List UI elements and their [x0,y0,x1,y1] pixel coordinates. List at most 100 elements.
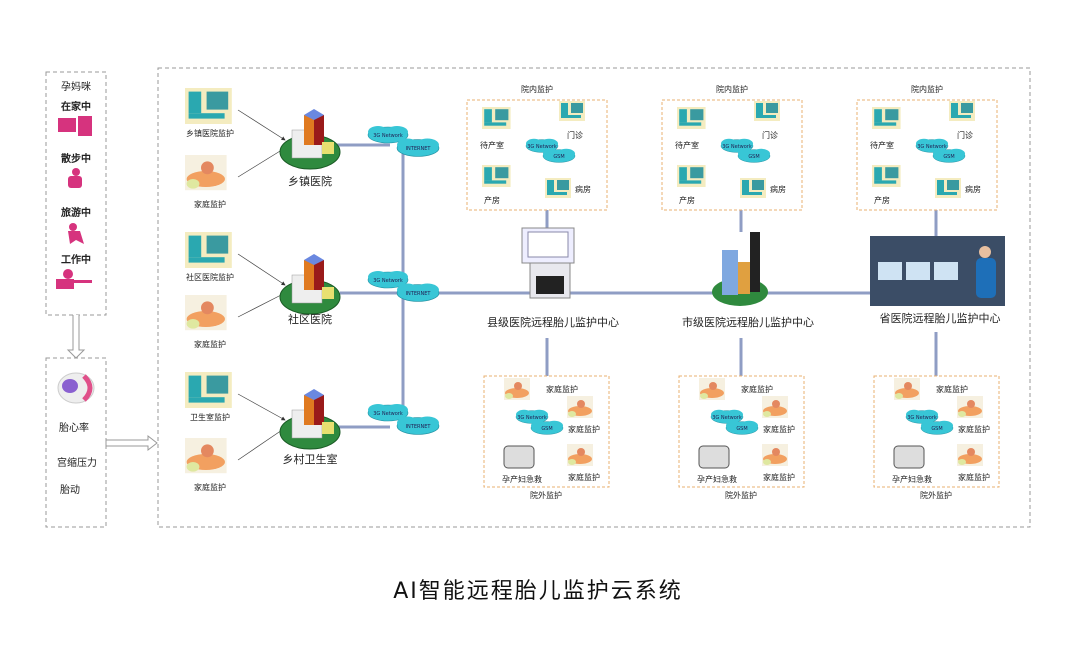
outpatient-node-label: 家庭监护 [763,424,795,434]
outpatient-title: 院外监护 [530,490,562,500]
internet-cloud-label: INTERNET [406,291,432,297]
gsm-cloud-label: GSM [943,154,954,160]
diagram-title: AI智能远程胎儿监护云系统 [393,579,683,604]
home-monitoring-icon [185,438,227,474]
3g-network-cloud-label: 3G Network [907,415,937,421]
3g-network-cloud-label: 3G Network [712,415,742,421]
site-input-label: 乡镇医院监护 [186,128,234,138]
room-label: 门诊 [762,130,778,140]
outpatient-node-label: 家庭监护 [546,384,578,394]
home-monitoring-icon [957,444,983,466]
gsm-cloud-label: GSM [748,154,759,160]
inpatient-box [661,99,803,211]
down-arrow [66,315,86,359]
outpatient-title: 院外监护 [920,490,952,500]
outpatient-title: 院外监护 [725,490,757,500]
arrow [237,253,286,286]
inpatient-box [856,99,998,211]
gsm-cloud-label: GSM [541,426,552,432]
state-label: 在家中 [61,100,91,113]
site-input-label: 社区医院监护 [186,272,234,282]
outpatient-room-icon [754,101,780,121]
3g-network-cloud-label: 3G Network [527,144,557,150]
room-label: 产房 [484,195,500,205]
right-arrow [105,434,158,452]
center-name: 省医院远程胎儿监护中心 [880,311,1001,325]
clinic-room-icon [185,232,232,268]
inpatient-title: 院内监护 [716,84,748,94]
screen [934,262,958,280]
gsm-cloud-label: GSM [931,426,942,432]
outpatient-box [483,375,610,488]
outpatient-node-label: 家庭监护 [958,424,990,434]
3g-network-cloud-label: 3G Network [373,411,403,417]
home-monitoring-icon [567,396,593,418]
site-input-label: 家庭监护 [194,199,226,209]
travelling-icon [68,223,84,244]
outpatient-node-label: 家庭监护 [568,472,600,482]
operator-body [976,258,996,298]
arrow [237,427,286,461]
ward-room-icon [935,178,961,198]
gsm-cloud-label: GSM [736,426,747,432]
outpatient-node-label: 孕产妇急救 [697,474,737,484]
metric-label: 宫缩压力 [57,456,97,469]
room-label: 产房 [874,195,890,205]
internet-cloud-label: INTERNET [406,424,432,430]
site-name: 乡镇医院 [288,174,332,188]
home-monitoring-icon [699,378,725,400]
site-name: 乡村卫生室 [283,452,338,466]
fetal-monitor-device-icon [57,372,95,404]
tower [722,250,738,295]
mother-heading: 孕妈咪 [61,80,91,93]
outpatient-node-label: 家庭监护 [741,384,773,394]
working-icon [56,269,92,289]
tower [750,232,760,292]
outpatient-node-label: 家庭监护 [763,472,795,482]
room-label: 门诊 [567,130,583,140]
ward-room-icon [545,178,571,198]
outpatient-box [678,375,805,488]
metric-label: 胎心率 [59,421,89,434]
labor-room-icon [677,107,706,129]
room-label: 病房 [965,184,981,194]
screen [906,262,930,280]
home-monitoring-icon [957,396,983,418]
tower [738,262,750,294]
printer [536,276,564,294]
outpatient-node-label: 家庭监护 [568,424,600,434]
delivery-room-icon [872,165,901,187]
labor-room-icon [872,107,901,129]
inpatient-title: 院内监护 [911,84,943,94]
state-label: 散步中 [61,152,91,165]
center-name: 市级医院远程胎儿监护中心 [682,315,814,329]
outpatient-box [873,375,1000,488]
operator [979,246,991,258]
ambulance-icon [893,445,925,469]
outpatient-node-label: 家庭监护 [936,384,968,394]
arrow [237,147,286,178]
room-label: 病房 [575,184,591,194]
walking-icon [68,168,82,188]
room-label: 待产室 [480,140,504,150]
metric-label: 胎动 [60,483,80,496]
outpatient-room-icon [559,101,585,121]
state-label: 旅游中 [61,206,91,219]
site-name: 社区医院 [288,312,332,326]
arrow [237,292,286,318]
room-label: 病房 [770,184,786,194]
room-label: 待产室 [675,140,699,150]
3g-network-cloud-label: 3G Network [917,144,947,150]
3g-network-cloud-label: 3G Network [373,133,403,139]
state-label: 工作中 [61,253,91,266]
outpatient-node-label: 孕产妇急救 [892,474,932,484]
inpatient-title: 院内监护 [521,84,553,94]
outpatient-room-icon [949,101,975,121]
3g-network-cloud-label: 3G Network [517,415,547,421]
